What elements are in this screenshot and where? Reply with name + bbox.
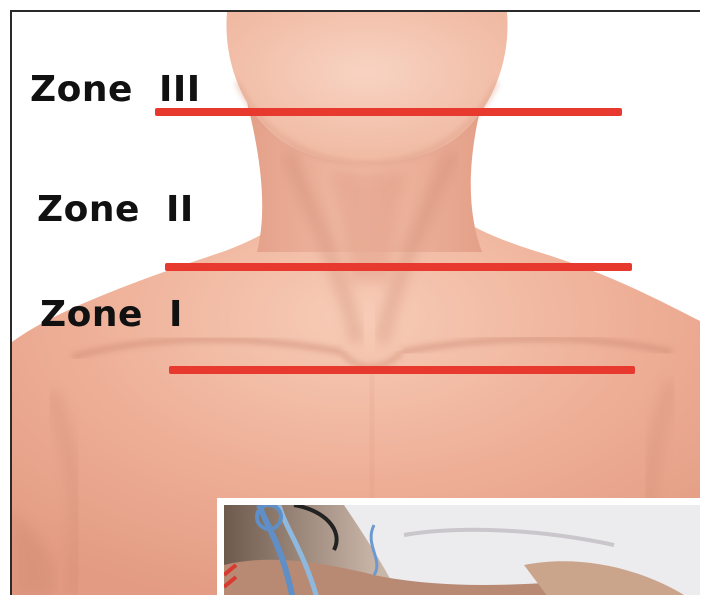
zone-ii-boundary-line bbox=[165, 263, 632, 271]
zone-iii-label: Zone III bbox=[30, 72, 201, 108]
diagram-frame: Zone III Zone II Zone I bbox=[10, 10, 700, 595]
zone-i-label: Zone I bbox=[40, 297, 183, 333]
inset-clinical-photo bbox=[217, 498, 700, 595]
zone-iii-boundary-line bbox=[155, 108, 622, 116]
zone-i-boundary-line bbox=[169, 366, 635, 374]
zone-ii-label: Zone II bbox=[37, 192, 194, 228]
